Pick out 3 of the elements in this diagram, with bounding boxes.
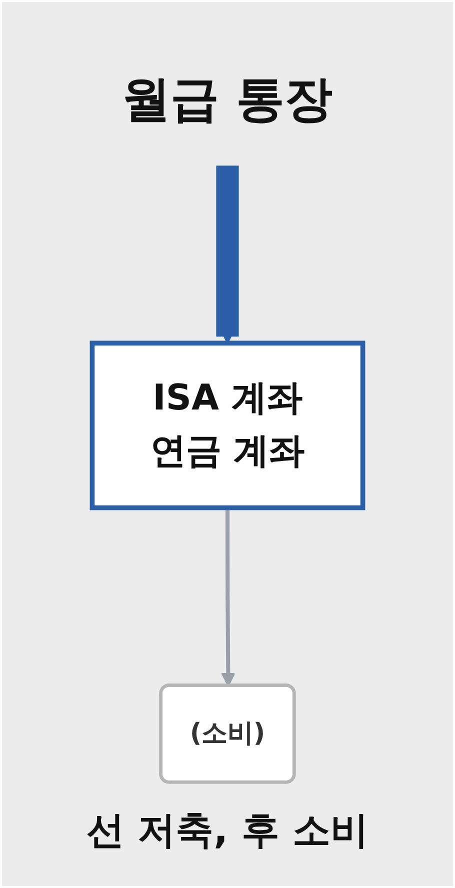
node-box: ISA 계좌 연금 계좌: [90, 340, 366, 510]
node-text: 월급 통장: [122, 72, 333, 129]
caption: 선 저축, 후 소비: [86, 807, 369, 854]
